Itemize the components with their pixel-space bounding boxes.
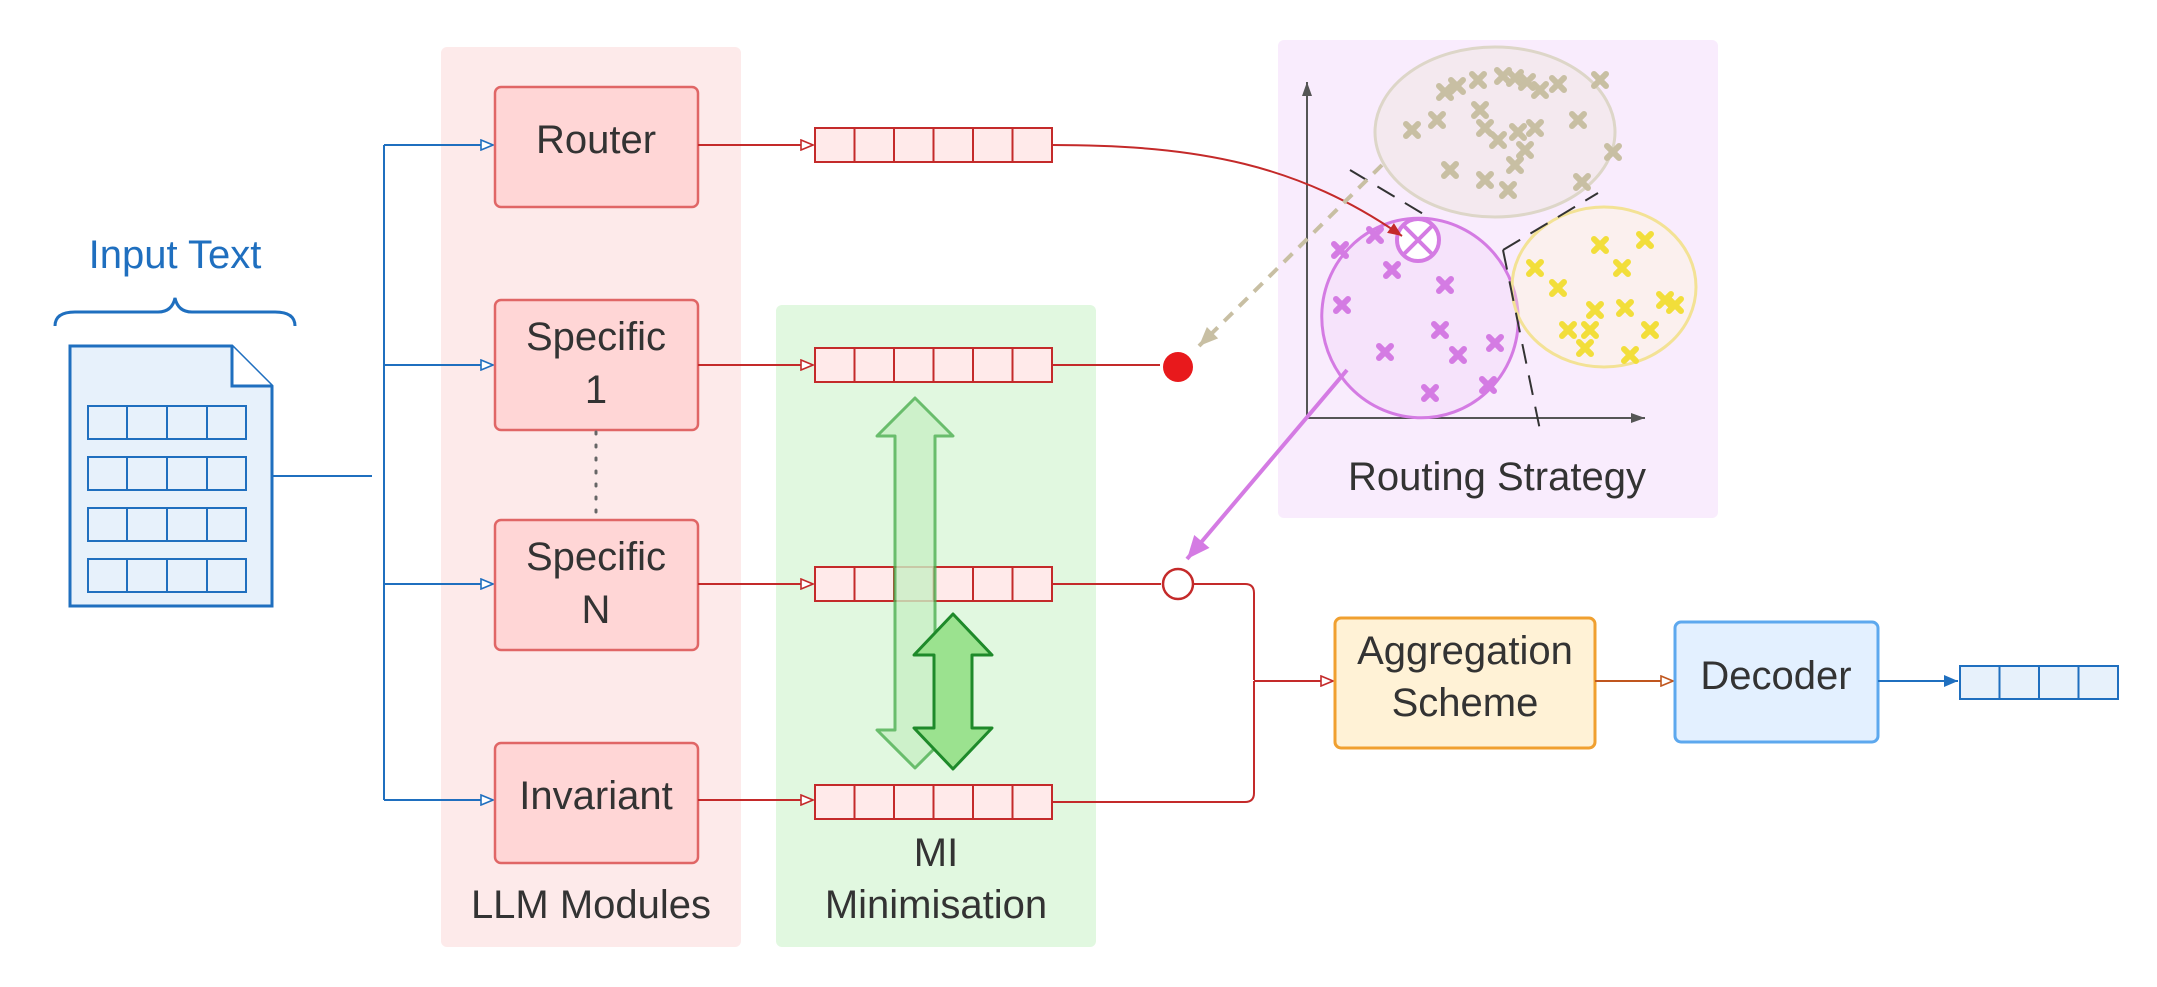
data-point-marker <box>1509 123 1527 141</box>
llm-modules-label: LLM Modules <box>471 883 711 927</box>
data-point-marker <box>1576 339 1594 357</box>
gray-cluster-points <box>1403 67 1622 199</box>
data-point-marker <box>1449 346 1467 364</box>
data-point-marker <box>1581 321 1599 339</box>
data-point-marker <box>1476 171 1494 189</box>
data-point-marker <box>1471 101 1489 119</box>
data-point-marker <box>1666 296 1684 314</box>
data-point-marker <box>1591 71 1609 89</box>
routing-plot <box>1302 45 1698 431</box>
data-point-marker <box>1531 81 1549 99</box>
specific-n-label-line1: Specific <box>526 535 666 579</box>
data-point-marker <box>1613 259 1631 277</box>
decoder-label: Decoder <box>1700 654 1851 698</box>
data-point-marker <box>1383 261 1401 279</box>
mi-label-line2: Minimisation <box>825 883 1047 927</box>
purple-cluster-points <box>1331 226 1504 402</box>
aggregation-label-line2: Scheme <box>1392 681 1539 725</box>
aggregation-scheme-box: Aggregation Scheme <box>1333 616 1597 750</box>
data-point-marker <box>1526 119 1544 137</box>
data-point-marker <box>1366 226 1384 244</box>
specific-n-label-line2: N <box>582 588 611 632</box>
data-point-marker <box>1506 156 1524 174</box>
specific-1-label-line1: Specific <box>526 315 666 359</box>
invariant-module: Invariant <box>493 741 700 865</box>
specific-1-embedding-vector <box>814 347 1053 383</box>
input-connectors <box>272 145 493 800</box>
gray-dashed-arrow <box>1197 163 1384 348</box>
decision-boundaries <box>1349 169 1599 431</box>
output-vector <box>1959 665 2119 700</box>
router-label: Router <box>536 118 656 162</box>
specific-1-label-line2: 1 <box>585 368 607 412</box>
router-module: Router <box>493 85 700 209</box>
data-point-marker <box>1476 119 1494 137</box>
invariant-embedding-vector <box>814 784 1053 820</box>
data-point-marker <box>1559 321 1577 339</box>
data-point-marker <box>1469 71 1487 89</box>
data-point-marker <box>1604 143 1622 161</box>
document-icon <box>68 344 274 608</box>
data-point-marker <box>1499 181 1517 199</box>
data-point-marker <box>1441 161 1459 179</box>
data-point-marker <box>1403 121 1421 139</box>
unselected-expert-dot <box>1163 352 1193 382</box>
data-point-marker <box>1549 279 1567 297</box>
data-point-marker <box>1573 173 1591 191</box>
router-curve-arrow <box>1051 144 1403 237</box>
decoder-box: Decoder <box>1673 620 1880 744</box>
input-text-title: Input Text <box>89 233 262 277</box>
router-embedding-vector <box>814 127 1053 163</box>
data-point-marker <box>1616 299 1634 317</box>
routing-strategy-title: Routing Strategy <box>1348 455 1646 499</box>
yellow-cluster-ellipse <box>1510 205 1698 369</box>
data-point-marker <box>1518 73 1536 91</box>
specific-1-module: Specific 1 <box>493 298 700 432</box>
data-point-marker <box>1586 301 1604 319</box>
data-point-marker <box>1641 321 1659 339</box>
purple-routing-arrow <box>1185 368 1349 561</box>
mi-label-line1: MI <box>914 831 958 875</box>
data-point-marker <box>1331 241 1349 259</box>
selected-to-merge-line <box>1193 583 1255 680</box>
data-point-marker <box>1636 231 1654 249</box>
data-point-marker <box>1516 141 1534 159</box>
invariant-label: Invariant <box>519 774 672 818</box>
data-point-marker <box>1333 296 1351 314</box>
data-point-marker <box>1448 77 1466 95</box>
routed-sample-marker <box>1395 217 1441 263</box>
specific-n-module: Specific N <box>493 518 700 652</box>
data-point-marker <box>1549 75 1567 93</box>
data-point-marker <box>1428 111 1446 129</box>
data-point-marker <box>1376 343 1394 361</box>
data-point-marker <box>1431 321 1449 339</box>
mi-small-double-arrow <box>912 612 994 771</box>
llm-modules-panel <box>441 47 741 947</box>
input-brace <box>53 297 297 327</box>
data-point-marker <box>1489 131 1507 149</box>
data-point-marker <box>1591 236 1609 254</box>
selection-node <box>1161 567 1195 601</box>
aggregation-label-line1: Aggregation <box>1357 629 1573 673</box>
data-point-marker <box>1436 83 1454 101</box>
data-point-marker <box>1569 111 1587 129</box>
data-point-marker <box>1436 276 1454 294</box>
data-point-marker <box>1526 259 1544 277</box>
invariant-to-merge-line <box>1052 681 1255 803</box>
data-point-marker <box>1621 346 1639 364</box>
data-point-marker <box>1479 376 1497 394</box>
data-point-marker <box>1656 291 1674 309</box>
yellow-cluster-points <box>1526 231 1684 364</box>
data-point-marker <box>1486 334 1504 352</box>
data-point-marker <box>1421 384 1439 402</box>
